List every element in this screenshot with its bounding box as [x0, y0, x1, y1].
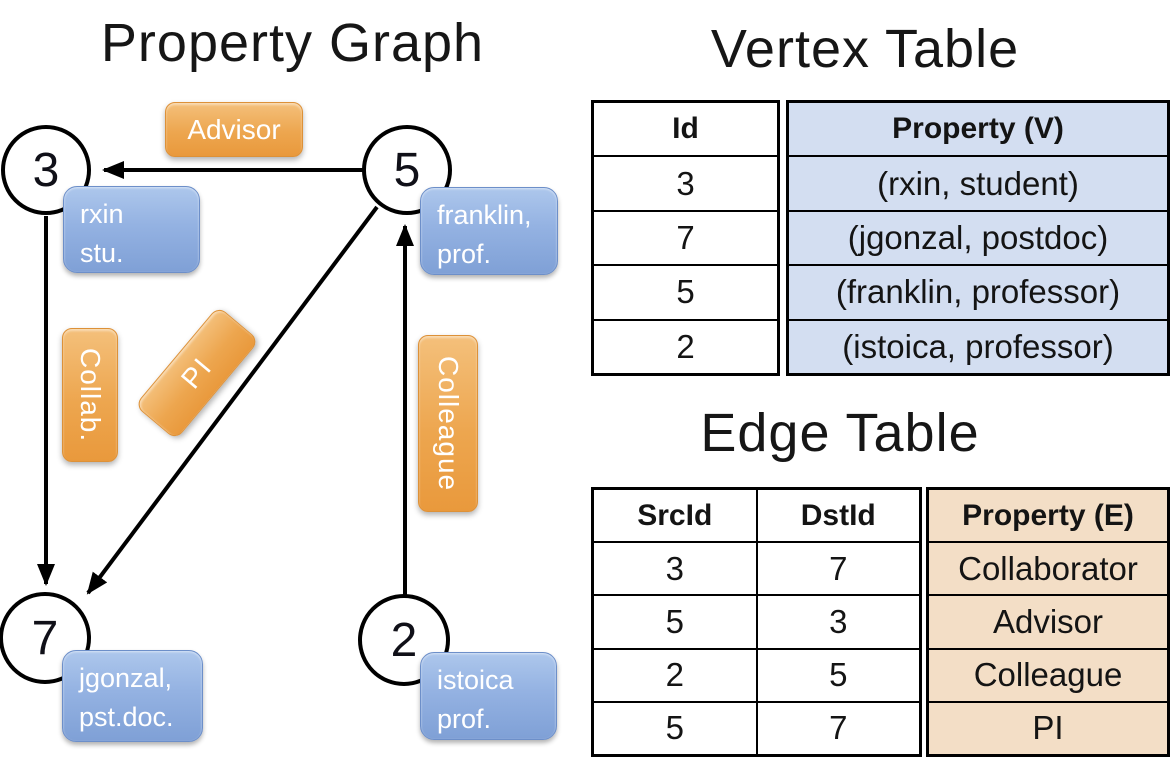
vertex-table-property-cell: (istoica, professor) [789, 318, 1167, 373]
vertex-table-id-column: Id 3 7 5 2 [591, 100, 780, 376]
edge-label-collab: Collab. [62, 328, 118, 462]
vertex-property-line: istoica [437, 665, 514, 695]
node-id-3: 3 [32, 143, 60, 197]
vertex-property-line: rxin [80, 199, 124, 229]
vertex-property-box-5: franklin, prof. [420, 187, 558, 275]
vertex-property-line: pst.doc. [79, 702, 174, 733]
edge-label-advisor: Advisor [165, 102, 303, 157]
vertex-property-line: prof. [437, 704, 492, 735]
graph-edges-layer [37, 161, 414, 595]
vertex-table-id-cell: 5 [594, 264, 777, 318]
node-circle-2: 2 [358, 594, 450, 686]
edge-table-src-cell: 5 [594, 702, 758, 755]
edge-table-dst-cell: 7 [829, 709, 848, 747]
vertex-table-title: Vertex Table [710, 19, 1020, 79]
edge-table-dst-cell: 7 [829, 549, 848, 587]
vertex-table-property-cell: (franklin, professor) [789, 264, 1167, 318]
edge-table-header-property: Property (E) [962, 498, 1134, 532]
vertex-property-line: jgonzal, [79, 663, 173, 693]
vertex-property-line: franklin, [437, 200, 532, 230]
vertex-table-header-property: Property (V) [892, 112, 1064, 146]
edge-table-src-cell: 2 [594, 649, 758, 701]
vertex-table-property-cell: (rxin, student) [789, 155, 1167, 209]
vertex-table-property-cell: (jgonzal, postdoc) [789, 209, 1167, 264]
vertex-table-id-cell: 3 [594, 155, 777, 209]
edge-table-ids-columns: SrcId DstId 3 7 5 3 2 5 5 7 [591, 487, 922, 757]
edge-table-src-cell: 3 [594, 543, 758, 595]
vertex-table-header-id: Id [672, 112, 699, 146]
edge-table-title: Edge Table [700, 403, 980, 463]
edge-table-property-cell: Advisor [929, 594, 1167, 647]
vertex-table-id-cell: 2 [594, 318, 777, 373]
edge-table-dst-cell: 3 [829, 603, 848, 640]
property-graph-title: Property Graph [100, 13, 485, 73]
vertex-property-box-7: jgonzal, pst.doc. [62, 650, 203, 742]
edge-table-dst-cell: 5 [829, 656, 848, 694]
edge-table-header-dstid: DstId [800, 498, 876, 532]
edge-table-property-cell: Collaborator [929, 541, 1167, 594]
node-id-7: 7 [31, 611, 59, 665]
vertex-property-box-2: istoica prof. [420, 652, 557, 740]
edge-table-property-cell: Colleague [929, 647, 1167, 701]
vertex-property-line: stu. [80, 238, 124, 269]
edge-table-header-srcid: SrcId [594, 490, 758, 542]
edge-table-property-column: Property (E) Collaborator Advisor Collea… [926, 487, 1170, 757]
vertex-property-box-3: rxin stu. [63, 186, 200, 273]
vertex-table-property-column: Property (V) (rxin, student) (jgonzal, p… [786, 100, 1170, 376]
edge-table-property-cell: PI [929, 700, 1167, 754]
edge-label-colleague: Colleague [418, 335, 478, 512]
vertex-property-line: prof. [437, 239, 492, 270]
edge-table-src-cell: 5 [594, 596, 758, 648]
node-id-2: 2 [390, 613, 418, 667]
node-circle-5: 5 [362, 125, 452, 215]
node-id-5: 5 [393, 143, 421, 197]
vertex-table-id-cell: 7 [594, 209, 777, 264]
edge-arrow-5-to-7 [86, 205, 379, 595]
